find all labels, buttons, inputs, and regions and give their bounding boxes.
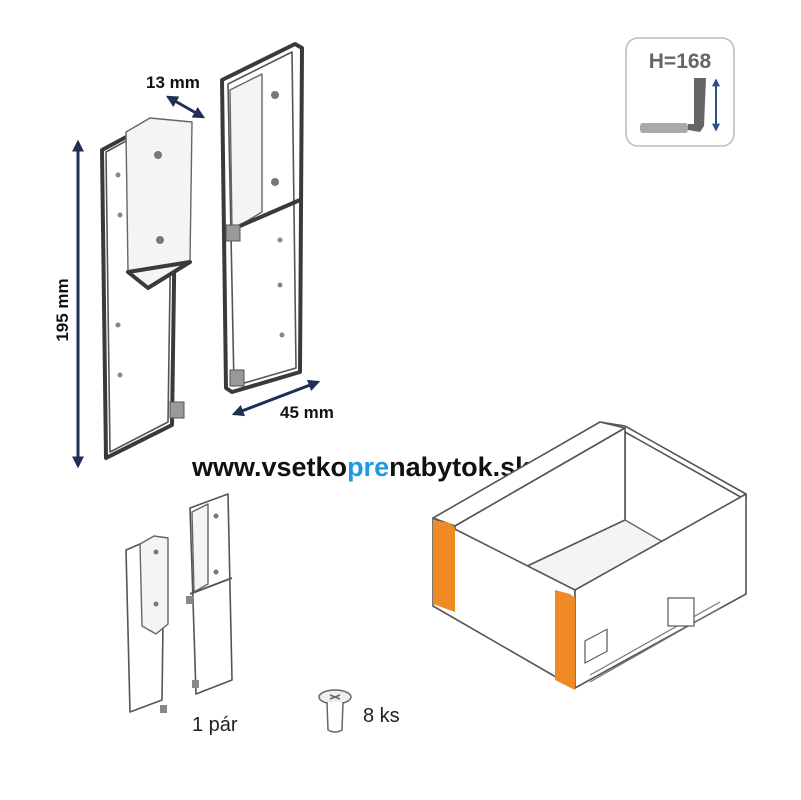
height-dimension-label: 195 mm bbox=[53, 278, 72, 341]
height-badge-label: H=168 bbox=[649, 50, 712, 73]
width-dimension-label: 45 mm bbox=[280, 403, 334, 422]
website-url: www.vsetkoprenabytok.sk bbox=[191, 452, 531, 482]
right-bracket-large bbox=[220, 42, 304, 394]
drawer-illustration bbox=[432, 421, 747, 690]
left-bracket-large bbox=[100, 117, 193, 460]
bracket-quantity-label: 1 pár bbox=[192, 714, 238, 736]
width-dimension-arrow bbox=[231, 379, 321, 417]
depth-dimension-label: 13 mm bbox=[146, 73, 200, 92]
bracket-pair-small bbox=[125, 493, 233, 713]
height-badge: H=168 bbox=[625, 37, 735, 147]
front-strip-right bbox=[555, 590, 575, 690]
front-strip-left bbox=[433, 520, 455, 612]
screw-icon bbox=[318, 689, 352, 733]
screw-quantity-label: 8 ks bbox=[363, 705, 400, 727]
depth-dimension-arrow bbox=[165, 95, 206, 119]
